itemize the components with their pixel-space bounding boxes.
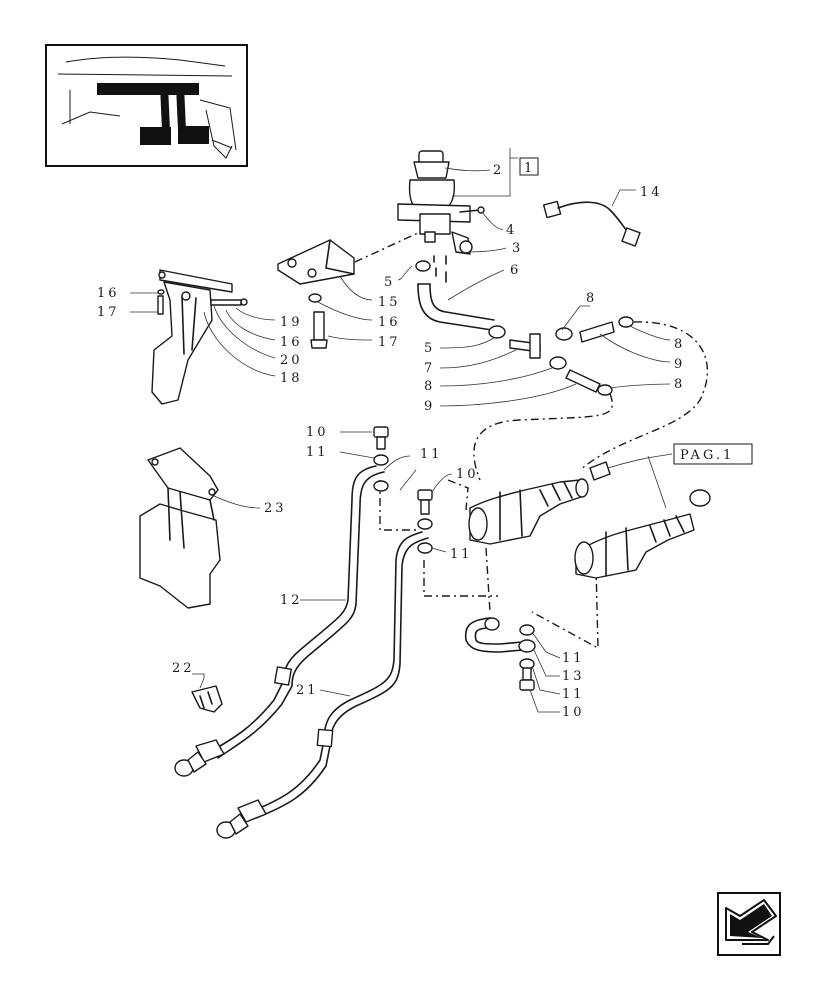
callout-10a: 10 — [306, 425, 329, 440]
callout-15: 15 — [378, 295, 401, 310]
callout-18: 18 — [280, 371, 303, 386]
callout-5a: 5 — [384, 275, 395, 290]
pedal-cover[interactable]: 23 — [139, 447, 287, 609]
callout-11b: 11 — [420, 447, 443, 462]
callout-17b: 17 — [97, 305, 120, 320]
callout-19: 19 — [280, 315, 303, 330]
callout-22: 22 — [172, 661, 195, 676]
callout-14: 14 — [640, 185, 663, 200]
brake-pipe-21[interactable]: 21 — [216, 531, 429, 839]
tee-fitting[interactable]: 5 7 8 8 9 8 8 9 — [424, 291, 685, 414]
callout-9b: 9 — [424, 399, 435, 414]
callout-3: 3 — [512, 241, 523, 256]
callout-4: 4 — [506, 223, 517, 238]
callout-2: 2 — [493, 163, 504, 178]
lower-banjo-fitting[interactable]: 11 13 11 10 — [464, 617, 585, 720]
pipe-clip[interactable]: 22 — [172, 661, 223, 713]
brake-pipe-12[interactable]: 12 — [174, 465, 385, 777]
callout-8b: 8 — [674, 337, 685, 352]
callout-11e: 11 — [562, 687, 585, 702]
reservoir-hose[interactable]: 5 6 — [384, 255, 521, 331]
callout-7: 7 — [424, 361, 435, 376]
callout-11c: 11 — [450, 547, 473, 562]
callout-16a: 16 — [378, 315, 401, 330]
callout-8d: 8 — [674, 377, 685, 392]
callout-16b: 16 — [97, 286, 120, 301]
callout-10c: 10 — [562, 705, 585, 720]
back-arrow-icon[interactable] — [717, 892, 781, 956]
sensor-cable[interactable]: 14 — [542, 185, 663, 247]
callout-8c: 8 — [424, 379, 435, 394]
callout-5b: 5 — [424, 341, 435, 356]
ref-box-1: 1 — [524, 161, 535, 176]
page-ref-label: PAG.1 — [680, 448, 734, 463]
callout-21: 21 — [296, 683, 319, 698]
callout-6: 6 — [510, 263, 521, 278]
callout-9a: 9 — [674, 357, 685, 372]
callout-10b: 10 — [456, 467, 479, 482]
callout-17a: 17 — [378, 335, 401, 350]
callout-11a: 11 — [306, 445, 329, 460]
callout-23: 23 — [264, 501, 287, 516]
callout-13: 13 — [562, 669, 585, 684]
master-cylinders[interactable] — [468, 461, 711, 579]
callout-12: 12 — [280, 593, 303, 608]
mounting-bracket[interactable]: 15 16 17 — [277, 231, 421, 350]
callout-20: 20 — [280, 353, 303, 368]
reservoir-callouts: 2 1 4 3 — [444, 148, 539, 256]
inset-thumbnail[interactable] — [45, 44, 248, 167]
hidden-hose-paths — [379, 321, 709, 650]
callout-16c: 16 — [280, 335, 303, 350]
page-reference[interactable]: PAG.1 — [607, 443, 753, 509]
callout-11d: 11 — [562, 651, 585, 666]
fluid-reservoir[interactable] — [397, 150, 485, 255]
pedal-lever[interactable]: 16 17 19 16 20 18 — [97, 269, 303, 405]
callout-8a: 8 — [586, 291, 597, 306]
banjo-bolts[interactable]: 10 11 11 10 11 — [306, 425, 479, 562]
